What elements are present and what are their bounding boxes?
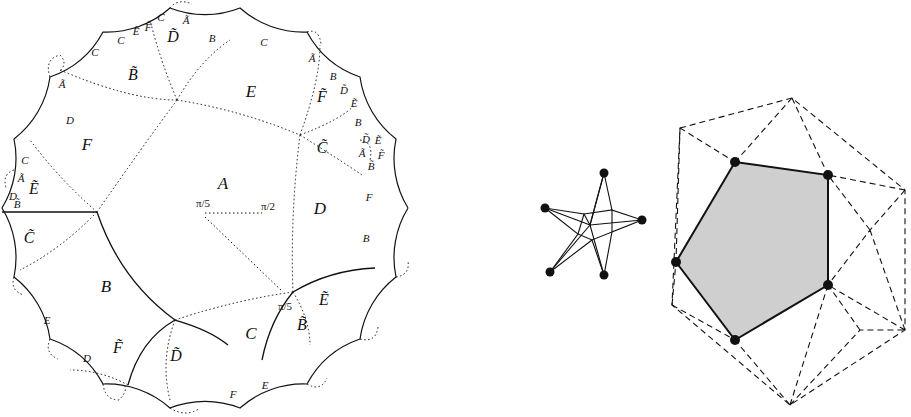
region-label: D — [314, 200, 326, 217]
vertex-dot — [638, 216, 647, 225]
star-figure — [545, 173, 642, 275]
dotted-bump — [13, 277, 24, 295]
edge-label: Ã — [309, 53, 316, 64]
edge-label: Ẽ — [133, 26, 140, 37]
vertex-dot — [730, 335, 740, 345]
disc-boundary — [2, 8, 408, 408]
edge-label: B — [363, 233, 370, 244]
dotted-geodesic — [300, 135, 362, 175]
edge-label: E — [262, 380, 269, 391]
dotted-geodesic — [177, 40, 230, 100]
region-label: C̃ — [24, 230, 35, 246]
dotted-geodesic — [70, 370, 128, 385]
dashed-polyhedron — [672, 98, 905, 405]
edge-label: D̃ — [362, 134, 370, 145]
edge-label: Ẽ — [375, 135, 382, 146]
region-label: D̃ — [167, 29, 179, 45]
dotted-bump — [170, 408, 200, 413]
region-label: F — [82, 136, 92, 153]
region-label: A — [218, 175, 228, 192]
vertex-dot — [600, 271, 609, 280]
edge-label: C — [157, 12, 164, 23]
dotted-geodesic — [177, 100, 300, 135]
region-label: Ẽ — [29, 181, 39, 197]
region-label: E — [246, 83, 256, 100]
edge-label: E — [44, 315, 51, 326]
solid-geodesic — [128, 320, 175, 385]
vertex-dot — [823, 170, 833, 180]
angle-label: π/5 — [278, 301, 292, 312]
dotted-geodesic — [300, 105, 355, 135]
dotted-bump — [360, 327, 378, 340]
dotted-geodesic — [175, 292, 293, 320]
edge-label: D — [83, 353, 91, 364]
solid-geodesic — [262, 292, 293, 360]
dotted-geodesic — [205, 217, 283, 292]
vertex-dot — [823, 280, 833, 290]
edge-label: B — [355, 117, 362, 128]
edge-label: F — [366, 192, 373, 203]
edge-label: F̃ — [145, 22, 152, 33]
region-label: B̃ — [128, 67, 138, 83]
vertex-dot — [730, 157, 740, 167]
dotted-geodesic — [20, 212, 97, 270]
edge-label: Ã — [183, 15, 190, 26]
edge-label: B̃ — [368, 161, 375, 172]
dotted-geodesic — [97, 100, 177, 212]
dotted-bump — [170, 2, 192, 8]
solid-geodesic — [2, 211, 97, 212]
dotted-bump — [396, 261, 408, 277]
region-label: C̃ — [317, 140, 328, 156]
edge-label: F̃ — [378, 150, 385, 161]
vertex-dot — [671, 257, 681, 267]
dotted-bump — [307, 31, 321, 44]
angle-label: π/5 — [196, 198, 210, 209]
dashed-polyhedron — [672, 98, 905, 405]
edge-label: F — [230, 389, 237, 400]
dotted-bump — [5, 170, 14, 188]
edge-label: D — [9, 191, 17, 202]
angle-label: π/2 — [261, 201, 275, 212]
edge-label: B — [330, 71, 337, 82]
region-label: Ẽ — [319, 292, 329, 308]
edge-label: C — [91, 47, 98, 58]
edge-label: B — [209, 33, 216, 44]
dotted-geodesic — [60, 70, 177, 100]
dotted-geodesic — [300, 45, 320, 135]
solid-geodesic — [175, 320, 228, 345]
region-label: B̃ — [297, 317, 307, 333]
dotted-bump — [307, 378, 327, 387]
edge-label: C — [117, 35, 124, 46]
dotted-bump — [48, 55, 64, 77]
edge-label: Ã — [59, 79, 66, 90]
vertex-dot — [546, 268, 555, 277]
edge-label: D — [66, 115, 74, 126]
edge-label: C — [21, 155, 28, 166]
region-label: B — [101, 278, 111, 295]
shaded-pentagon — [676, 162, 828, 340]
edge-label: Ã — [18, 173, 25, 184]
dotted-geodesic — [292, 135, 300, 292]
region-label: C — [245, 325, 256, 342]
edge-label: D̃ — [340, 85, 348, 96]
dotted-geodesic — [205, 213, 262, 214]
dotted-geodesic — [293, 292, 310, 345]
star-figure — [545, 173, 642, 275]
region-label: F̃ — [113, 340, 123, 356]
dotted-bump — [48, 339, 58, 359]
solid-geodesic — [293, 268, 375, 292]
edge-label: Ẽ — [351, 98, 358, 109]
region-label: F̃ — [317, 89, 327, 105]
edge-label: Ã — [359, 148, 366, 159]
vertex-dot — [541, 204, 550, 213]
vertex-dot — [600, 169, 609, 178]
solid-geodesic — [97, 212, 175, 320]
region-label: D̃ — [170, 348, 182, 364]
dotted-bump — [103, 384, 125, 400]
edge-label: C — [260, 37, 267, 48]
